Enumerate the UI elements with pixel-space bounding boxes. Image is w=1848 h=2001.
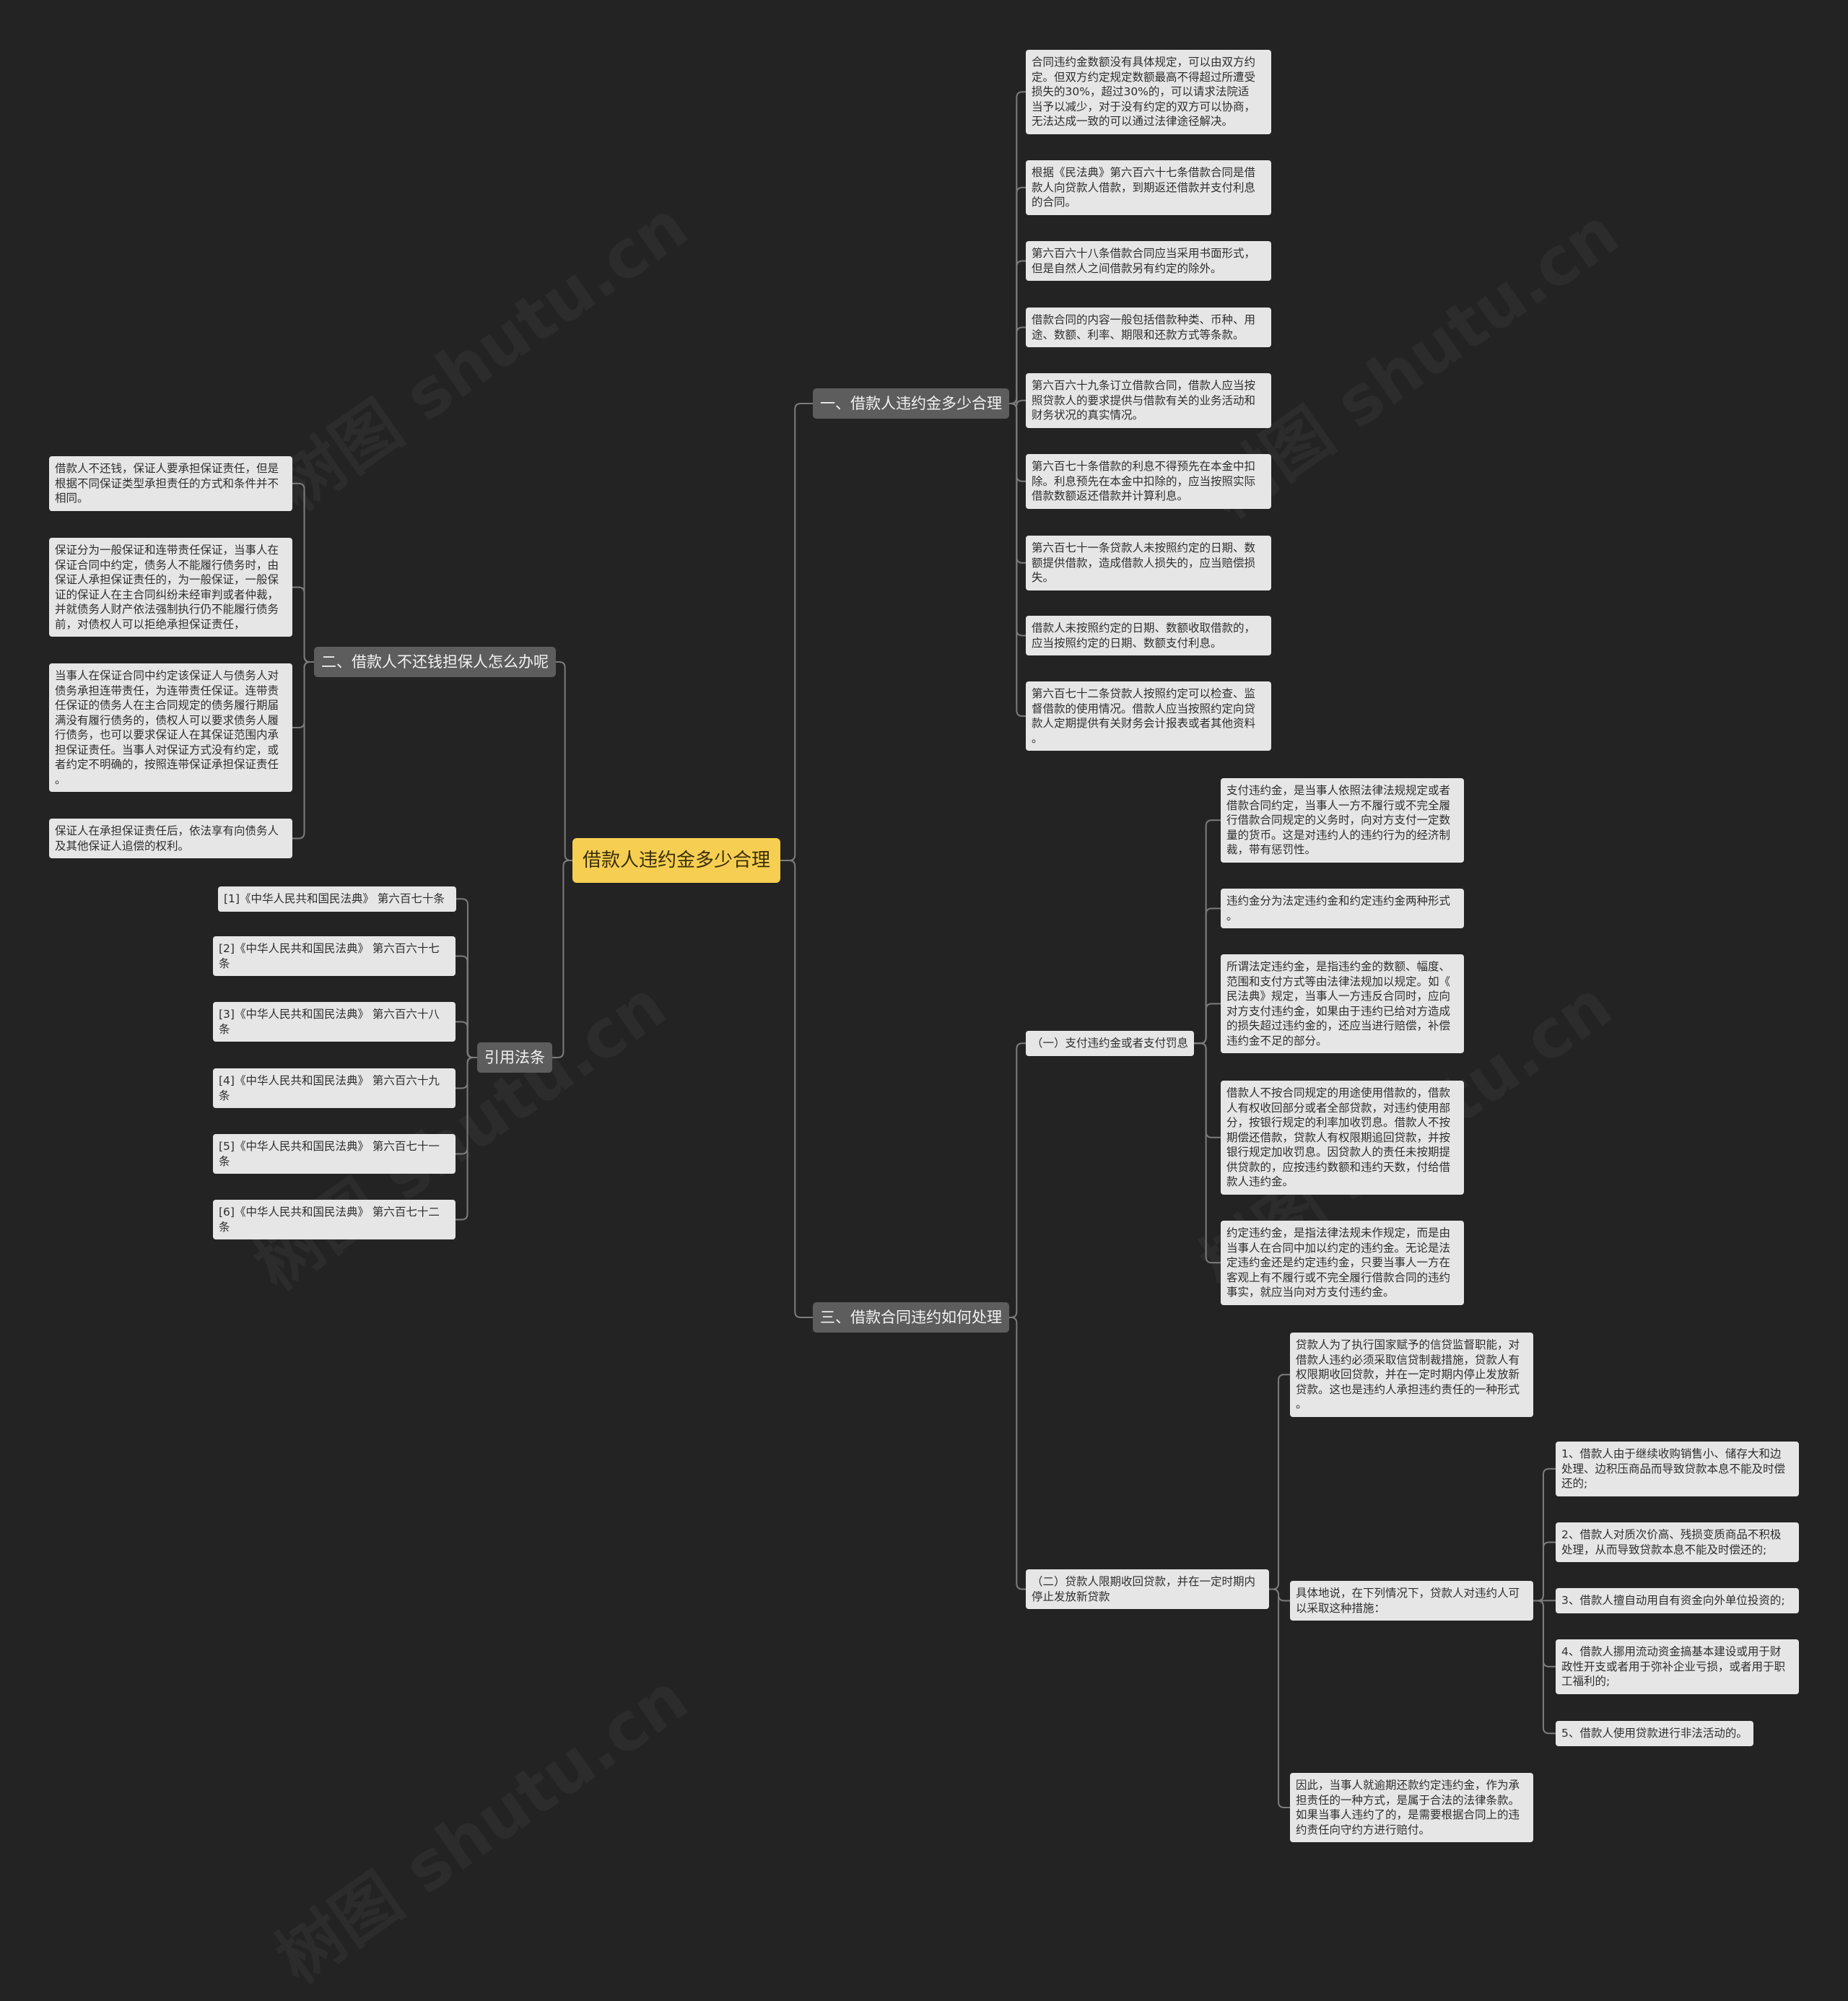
measure-2: 2、借款人对质次价高、残损变质商品不积极 处理，从而导致贷款本息不能及时偿还的; [1556,1522,1799,1562]
connector-36 [1533,1601,1556,1667]
leaf-b1-2: 根据《民法典》第六百六十七条借款合同是借 款人向贷款人借款，到期返还借款并支付利… [1026,160,1271,215]
connector-21 [456,1058,477,1154]
leaf-s2-conclusion: 因此，当事人就逾期还款约定违约金，作为承 担责任的一种方式，是属于合法的法律条款… [1290,1773,1533,1842]
connector-19 [456,1022,477,1058]
connector-5 [1009,188,1026,404]
connector-24 [1009,1317,1026,1590]
citation-6[interactable]: [6]《中华人民共和国民法典》 第六百七十二 条 [213,1200,456,1239]
leaf-b2-2: 保证分为一般保证和连带责任保证，当事人在 保证合同中约定，债务人不能履行债务时，… [49,538,292,637]
citation-2[interactable]: [2]《中华人民共和国民法典》 第六百六十七 条 [213,936,456,976]
leaf-b2-3: 当事人在保证合同中约定该保证人与债务人对 债务承担连带责任，为连带责任保证。连带… [49,663,292,792]
leaf-b1-4: 借款合同的内容一般包括借款种类、币种、用 途、数额、利率、期限和还款方式等条款。 [1026,308,1271,347]
connector-30 [1269,1374,1290,1589]
connector-18 [456,956,477,1058]
measure-3: 3、借款人擅自动用自有资金向外单位投资的; [1556,1588,1799,1613]
branch-citations[interactable]: 引用法条 [477,1042,552,1073]
connector-32 [1269,1590,1290,1808]
connector-15 [292,662,314,728]
connector-20 [456,1058,477,1089]
connector-34 [1533,1543,1556,1601]
leaf-s2-measures-label: 具体地说，在下列情况下，贷款人对违约人可 以采取这种措施： [1290,1581,1533,1621]
connector-26 [1194,909,1221,1044]
connector-23 [1009,1043,1026,1317]
connector-2 [556,662,572,860]
leaf-b1-8: 借款人未按照约定的日期、数额收取借款的， 应当按照约定的日期、数额支付利息。 [1026,616,1271,655]
connector-27 [1194,1004,1221,1044]
leaf-b1-5: 第六百六十九条订立借款合同，借款人应当按 照贷款人的要求提供与借款有关的业务活动… [1026,373,1271,428]
connector-1 [780,860,813,1317]
root-topic[interactable]: 借款人违约金多少合理 [572,838,780,883]
connector-22 [456,1058,477,1220]
connector-13 [292,484,314,662]
connector-25 [1194,820,1221,1043]
citation-1[interactable]: [1]《中华人民共和国民法典》 第六百七十条 [218,886,456,912]
leaf-b1-9: 第六百七十二条贷款人按照约定可以检查、监 督借款的使用情况。借款人应当按照约定向… [1026,681,1271,751]
connector-0 [780,404,813,860]
leaf-s2-intro: 贷款人为了执行国家赋予的信贷监督职能，对 借款人违约必须采取信贷制裁措施，贷款人… [1290,1333,1533,1417]
connector-7 [1009,328,1026,404]
leaf-s1-1: 支付违约金，是当事人依照法律法规规定或者 借款合同约定，当事人一方不履行或不完全… [1221,778,1464,863]
connector-29 [1194,1043,1221,1263]
connector-3 [552,860,572,1058]
connector-4 [1009,92,1026,404]
connector-14 [292,588,314,663]
leaf-s1-4: 借款人不按合同规定的用途使用借款的，借款 人有权收回部分或者全部贷款，对违约使用… [1221,1081,1464,1195]
leaf-b2-1: 借款人不还钱，保证人要承担保证责任，但是 根据不同保证类型承担责任的方式和条件并… [49,456,292,511]
sub-topic-recall-loan[interactable]: （二）贷款人限期收回贷款，并在一定时期内 停止发放新贷款 [1026,1569,1269,1609]
branch-breach-handling[interactable]: 三、借款合同违约如何处理 [813,1302,1009,1333]
measure-5: 5、借款人使用贷款进行非法活动的。 [1556,1721,1753,1746]
citation-4[interactable]: [4]《中华人民共和国民法典》 第六百六十九 条 [213,1068,456,1108]
citation-5[interactable]: [5]《中华人民共和国民法典》 第六百七十一 条 [213,1134,456,1174]
leaf-b1-6: 第六百七十条借款的利息不得预先在本金中扣 除。利息预先在本金中扣除的，应当按照实… [1026,454,1271,509]
mindmap-canvas: 树图 shutu.cn 树图 shutu.cn 树图 shutu.cn 树图 s… [0,0,1848,1893]
connector-28 [1194,1043,1221,1138]
branch-violation-amount[interactable]: 一、借款人违约金多少合理 [813,388,1009,419]
leaf-s1-3: 所谓法定违约金，是指违约金的数额、幅度、 范围和支付方式等由法律法规加以规定。如… [1221,954,1464,1053]
connector-10 [1009,404,1026,563]
connector-33 [1533,1469,1556,1601]
connector-8 [1009,398,1026,406]
leaf-b1-1: 合同违约金数额没有具体规定，可以由双方约 定。但双方约定规定数额最高不得超过所遭… [1026,50,1271,134]
connector-9 [1009,404,1026,481]
citation-3[interactable]: [3]《中华人民共和国民法典》 第六百六十八 条 [213,1002,456,1042]
leaf-s1-2: 违约金分为法定违约金和约定违约金两种形式 。 [1221,889,1464,928]
leaf-b1-7: 第六百七十一条贷款人未按照约定的日期、数 额提供借款，造成借款人损失的，应当赔偿… [1026,536,1271,590]
measure-4: 4、借款人挪用流动资金搞基本建设或用于财 政性开支或者用于弥补企业亏损，或者用于… [1556,1639,1799,1694]
connector-11 [1009,404,1026,636]
connector-16 [292,662,314,839]
leaf-b1-3: 第六百六十八条借款合同应当采用书面形式， 但是自然人之间借款另有约定的除外。 [1026,241,1271,281]
measure-1: 1、借款人由于继续收购销售小、储存大和边 处理、边积压商品而导致贷款本息不能及时… [1556,1442,1799,1496]
connector-31 [1269,1590,1290,1601]
leaf-s1-5: 约定违约金，是指法律法规未作规定，而是由 当事人在合同中加以约定的违约金。无论是… [1221,1221,1464,1305]
connector-6 [1009,261,1026,404]
sub-topic-penalty[interactable]: （一）支付违约金或者支付罚息 [1026,1031,1194,1056]
leaf-b2-4: 保证人在承担保证责任后，依法享有向债务人 及其他保证人追偿的权利。 [49,819,292,858]
branch-guarantor[interactable]: 二、借款人不还钱担保人怎么办呢 [314,647,556,677]
